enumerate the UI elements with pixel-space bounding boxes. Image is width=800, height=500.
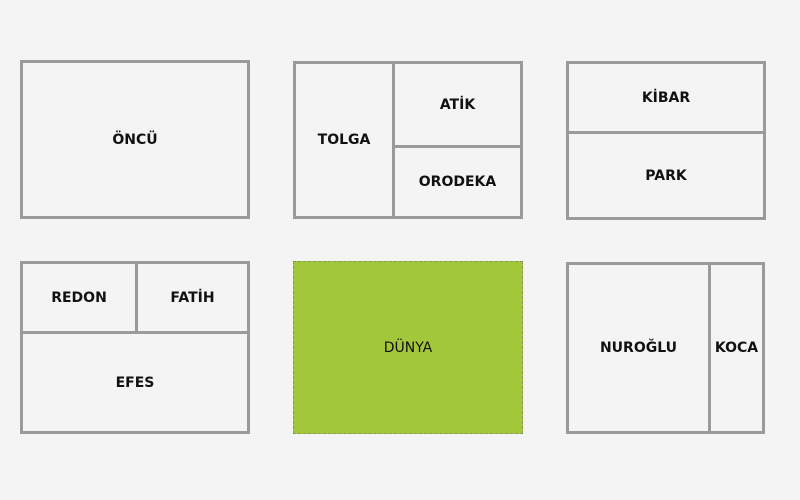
cell-dunya-selected[interactable]: DÜNYA xyxy=(293,261,523,434)
group-2: TOLGA ATİK ORODEKA xyxy=(293,61,523,219)
cell-oncu[interactable]: ÖNCÜ xyxy=(20,60,250,219)
cell-koca[interactable]: KOCA xyxy=(708,262,765,434)
group-6: NUROĞLU KOCA xyxy=(566,262,765,434)
cell-orodeka[interactable]: ORODEKA xyxy=(392,145,523,219)
cell-kibar[interactable]: KİBAR xyxy=(566,61,766,134)
cell-park[interactable]: PARK xyxy=(566,131,766,220)
cell-atik[interactable]: ATİK xyxy=(392,61,523,149)
group-3: KİBAR PARK xyxy=(566,61,766,220)
cell-fatih[interactable]: FATİH xyxy=(135,261,250,334)
cell-nuroglu[interactable]: NUROĞLU xyxy=(566,262,711,434)
cell-tolga[interactable]: TOLGA xyxy=(293,61,395,219)
group-1: ÖNCÜ xyxy=(20,60,250,219)
group-5: DÜNYA xyxy=(293,261,523,434)
group-4: REDON FATİH EFES xyxy=(20,261,250,434)
cell-redon[interactable]: REDON xyxy=(20,261,138,334)
cell-efes[interactable]: EFES xyxy=(20,331,250,434)
